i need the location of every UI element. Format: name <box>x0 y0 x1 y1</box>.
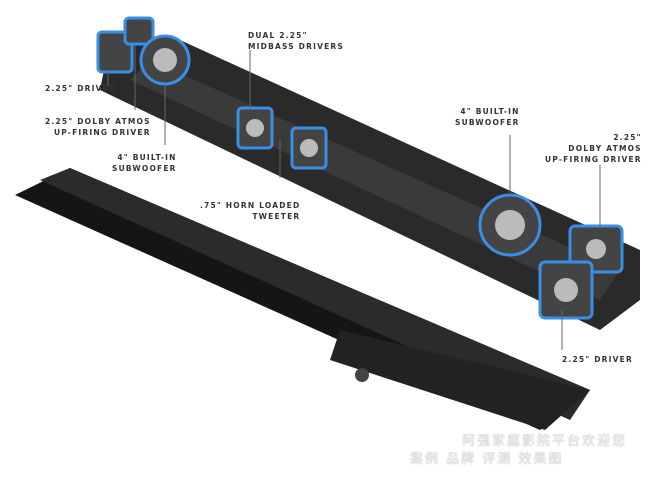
label-line: DUAL 2.25" <box>248 31 308 40</box>
leader-lines <box>107 45 601 350</box>
label-line: UP-FIRING DRIVER <box>53 128 151 137</box>
label-atmos-right: 2.25" DOLBY ATMOS UP-FIRING DRIVER <box>545 132 642 165</box>
label-line: SUBWOOFER <box>455 118 520 127</box>
label-driver-right: 2.25" DRIVER <box>562 355 633 364</box>
label-tweeter: .75" HORN LOADED TWEETER <box>200 200 300 222</box>
label-driver-left: 2.25" DRIVER <box>45 84 116 93</box>
label-line: TWEETER <box>252 212 301 221</box>
label-line: SUBWOOFER <box>112 164 177 173</box>
label-sub-left: 4" BUILT-IN SUBWOOFER <box>112 152 177 174</box>
logo-badge <box>355 368 369 382</box>
label-line: 2.25" DOLBY ATMOS <box>45 117 151 126</box>
label-line: 4" BUILT-IN <box>117 153 177 162</box>
label-atmos-left: 2.25" DOLBY ATMOS UP-FIRING DRIVER <box>45 116 151 138</box>
watermark-line2: 案例 品牌 评测 效果图 <box>410 452 564 467</box>
label-line: MIDBASS DRIVERS <box>248 42 344 51</box>
label-line: 4" BUILT-IN <box>460 107 520 116</box>
label-line: DOLBY ATMOS <box>568 144 642 153</box>
watermark-line1: 阿强家庭影院平台欢迎您 <box>462 434 628 449</box>
label-line: UP-FIRING DRIVER <box>545 155 642 164</box>
label-line: .75" HORN LOADED <box>200 201 301 210</box>
label-line: 2.25" <box>613 133 642 142</box>
label-sub-right: 4" BUILT-IN SUBWOOFER <box>455 106 520 128</box>
label-midbass: DUAL 2.25" MIDBASS DRIVERS <box>248 30 344 52</box>
